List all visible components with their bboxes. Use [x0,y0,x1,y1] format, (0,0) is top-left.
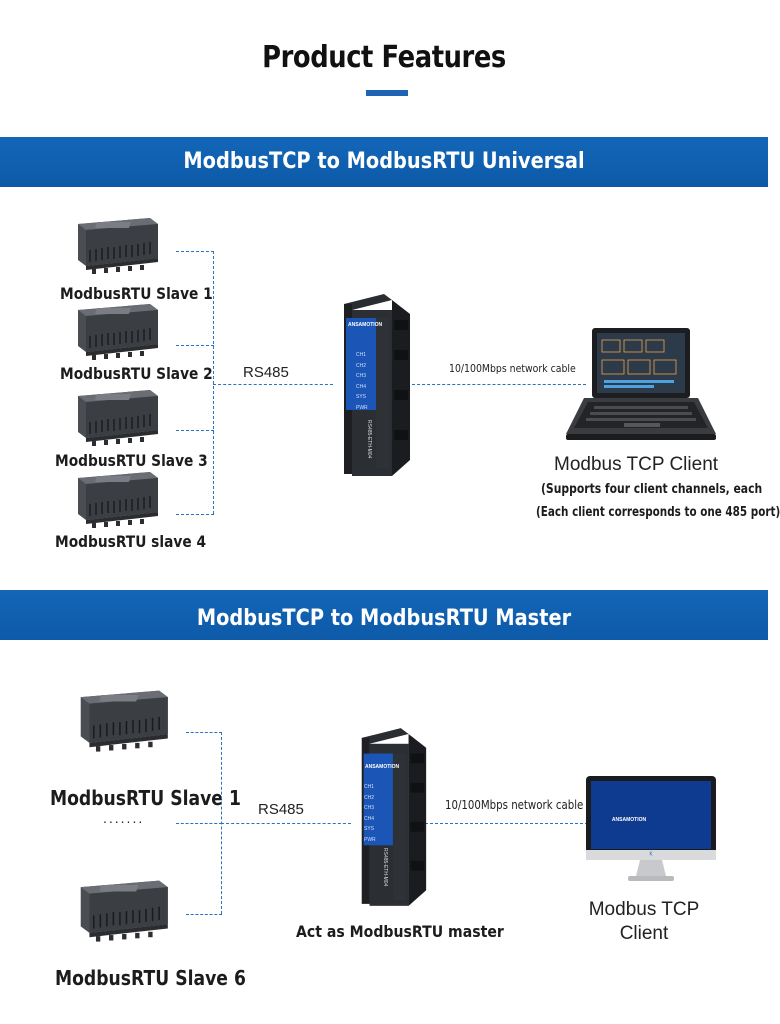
led-ch3: CH3 [356,373,367,379]
led-ch1: CH1 [356,352,367,358]
network-cable-label: 10/100Mbps network cable [449,362,576,375]
rs485-label: RS485 [243,364,289,381]
plc-slave-1-image [70,214,160,276]
client-title: Modbus TCP Client [554,454,719,475]
svg-text:K: K [649,852,653,858]
plc-slave-4-image [70,468,160,530]
master-led-ch1: CH1 [364,784,375,790]
master-led-sys: SYS [364,826,375,832]
title-underline [366,90,408,96]
master-gateway-brand: ANSAMOTION [365,764,400,770]
monitor-brand: ANSAMOTION [611,817,647,823]
master-slave-6-link [186,914,222,915]
network-cable-link [412,384,586,385]
master-gateway-model: RS485-ETH-M04 [382,848,388,887]
master-slave-1-link [186,732,222,733]
led-sys: SYS [356,394,367,400]
master-slave-1-label: ModbusRTU Slave 1 [50,786,241,810]
rs485-bus [213,251,214,514]
master-led-ch3: CH3 [364,805,375,811]
master-ellipsis-link [176,823,222,824]
rs485-link [213,384,333,385]
led-pwr: PWR [356,404,368,411]
slave-2-label: ModbusRTU Slave 2 [60,364,213,383]
master-led-ch4: CH4 [364,815,375,822]
section2-banner: ModbusTCP to ModbusRTU Master [0,590,768,640]
master-led-pwr: PWR [364,836,376,843]
slave-2-link [176,345,214,346]
page-title: Product Features [262,40,506,75]
gateway-model: RS485-ETH-M04 [366,420,372,459]
laptop-client-image [566,328,716,440]
section1-banner-title: ModbusTCP to ModbusRTU Universal [183,149,585,174]
led-ch4: CH4 [356,383,367,390]
plc-slave-2-image [70,300,160,362]
slave-4-link [176,514,214,515]
slave-1-link [176,251,214,252]
more-slaves-ellipsis: ....... [103,810,145,826]
master-client-title-line-2: Client [619,923,669,944]
plc-slave-3-image [70,386,160,448]
section1-banner: ModbusTCP to ModbusRTU Universal [0,137,768,187]
slave-4-label: ModbusRTU slave 4 [55,532,207,551]
monitor-client-image: K [586,776,716,881]
slave-3-link [176,430,214,431]
master-gateway-device-image [361,728,427,906]
master-gateway-led-labels: CH1 CH2 CH3 CH4 SYS PWR [364,782,376,845]
slave-3-label: ModbusRTU Slave 3 [55,451,208,470]
client-note-2: (Each client corresponds to one 485 port… [536,505,780,520]
master-slave-6-label: ModbusRTU Slave 6 [55,966,246,990]
slave-1-label: ModbusRTU Slave 1 [60,284,213,303]
master-rs485-label: RS485 [258,801,304,818]
gateway-led-labels: CH1 CH2 CH3 CH4 SYS PWR [356,350,368,413]
master-network-cable-link [420,823,588,824]
master-rs485-link [221,823,351,824]
gateway-brand: ANSAMOTION [348,322,383,328]
plc-master-slave-6-image [72,876,170,944]
master-network-cable-label: 10/100Mbps network cable [445,798,584,812]
gateway-device-image [344,294,410,476]
plc-master-slave-1-image [72,686,170,754]
gateway-master-caption: Act as ModbusRTU master [296,922,504,941]
section2-banner-title: ModbusTCP to ModbusRTU Master [196,606,572,631]
master-led-ch2: CH2 [364,794,375,801]
led-ch2: CH2 [356,362,367,369]
client-note-1: (Supports four client channels, each [541,482,763,497]
master-client-title-line-1: Modbus TCP [588,899,700,920]
